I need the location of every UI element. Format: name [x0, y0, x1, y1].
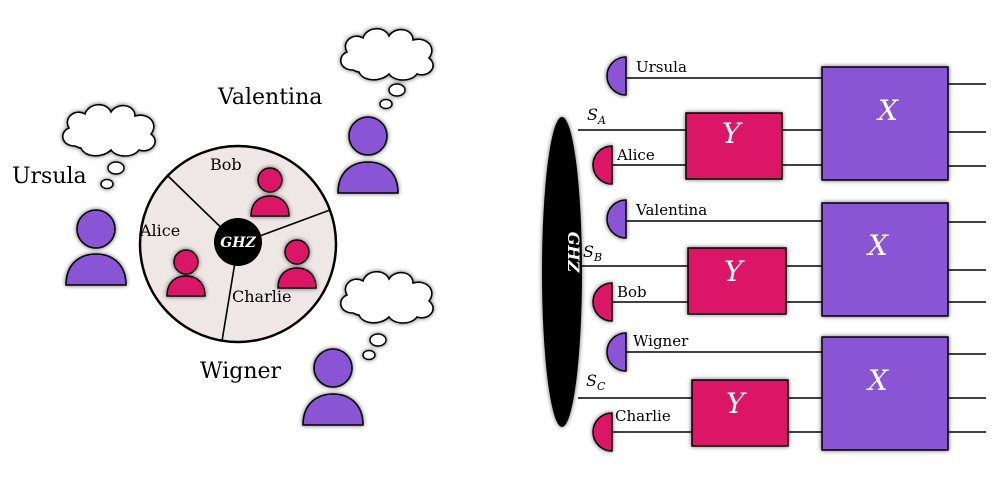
lab-ghz-source: GHZ — [214, 218, 262, 266]
y-gate-b-label: Y — [724, 255, 745, 288]
charlie-detector-icon — [592, 412, 613, 452]
x-gate-b: X — [821, 202, 949, 317]
lab-bob-label: Bob — [210, 155, 242, 174]
ursula-detector-label: Ursula — [636, 58, 687, 76]
wigner-person-icon — [302, 348, 364, 426]
y-gate-b: Y — [687, 247, 787, 315]
charlie-person-icon — [277, 239, 317, 289]
x-gate-c-label: X — [866, 364, 889, 397]
lab-alice-label: Alice — [139, 221, 180, 240]
valentina-detector-label: Valentina — [635, 201, 707, 219]
ghz-source-label: GHZ — [564, 232, 583, 274]
ursula-label: Ursula — [12, 164, 87, 189]
system-c-label: SC — [586, 371, 606, 393]
wigner-thought-cloud — [339, 270, 434, 361]
alice-person-icon — [166, 249, 206, 297]
alice-detector-label: Alice — [616, 146, 655, 164]
y-gate-a: Y — [685, 112, 783, 180]
x-gate-a: X — [821, 66, 949, 181]
ursula-detector-icon — [606, 56, 627, 96]
charlie-detector-label: Charlie — [615, 407, 671, 425]
right-panel: GHZ SA SB SC Ursula Alice Valentina Bob … — [542, 56, 986, 452]
y-gate-a-label: Y — [722, 117, 743, 150]
left-panel: Ursula Valentina Wigner GHZ — [12, 27, 434, 426]
y-gate-c-label: Y — [726, 387, 747, 420]
x-gate-b-label: X — [866, 229, 889, 262]
lab-charlie-label: Charlie — [232, 287, 291, 306]
system-a-label: SA — [587, 105, 606, 127]
x-gate-a-label: X — [876, 94, 899, 127]
valentina-thought-cloud — [339, 27, 434, 110]
lab-ghz-label: GHZ — [220, 235, 256, 251]
valentina-detector-icon — [606, 199, 627, 239]
wigner-label: Wigner — [200, 359, 282, 384]
wires — [578, 77, 986, 433]
system-b-label: SB — [583, 242, 602, 264]
wigner-detector-icon — [606, 332, 627, 372]
bob-person-icon — [250, 167, 290, 217]
bob-detector-icon — [592, 282, 613, 322]
ghz-source: GHZ — [542, 117, 583, 427]
ursula-thought-cloud — [61, 103, 156, 190]
ursula-person-icon — [65, 209, 127, 286]
x-gate-c: X — [821, 336, 949, 451]
valentina-label: Valentina — [217, 85, 322, 110]
valentina-person-icon — [337, 116, 399, 194]
alice-detector-icon — [592, 145, 613, 185]
bob-detector-label: Bob — [617, 283, 647, 301]
wigner-detector-label: Wigner — [633, 332, 689, 350]
y-gate-c: Y — [691, 379, 789, 447]
